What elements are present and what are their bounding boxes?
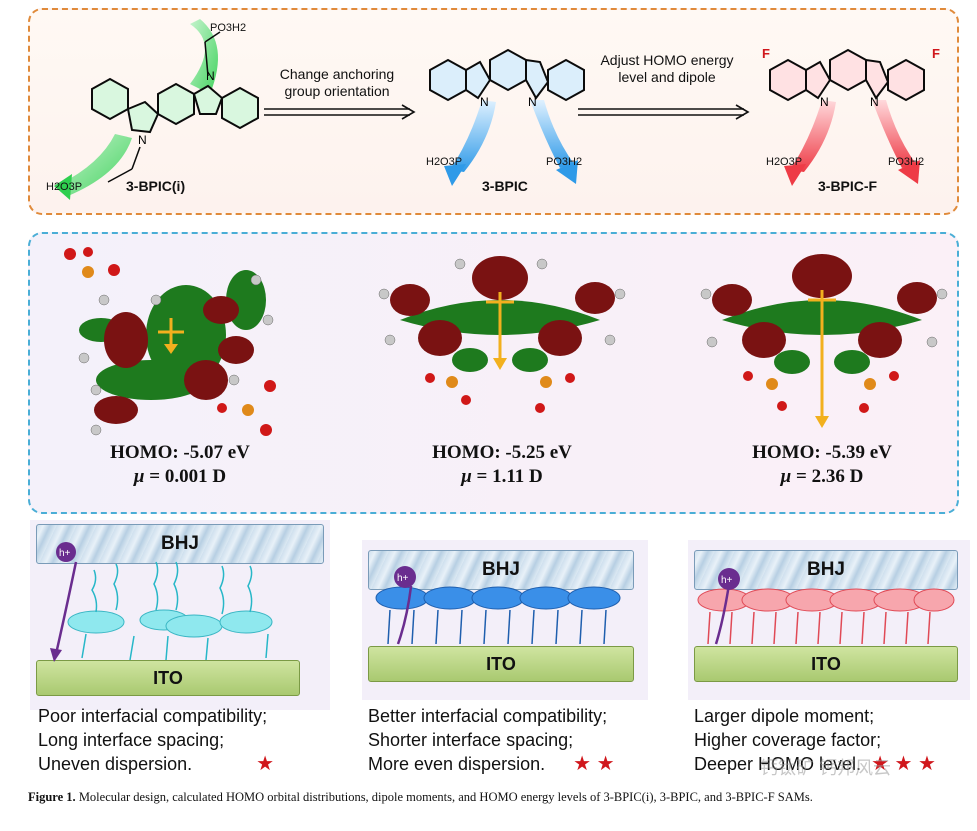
hole-icon: h+ [718, 568, 740, 590]
homo-level: HOMO: -5.39 eV [752, 442, 892, 463]
molecule-label: 3-BPIC [482, 178, 528, 194]
anchor-group-left: H2O3P [766, 156, 803, 168]
anchor-group-right: PO3H2 [888, 156, 925, 168]
description-3bpic-f: Larger dipole moment; Higher coverage fa… [694, 706, 936, 775]
homo-orbital-3bpic [378, 256, 626, 413]
molecule-label: 3-BPIC(i) [126, 178, 186, 194]
svg-text:h+: h+ [59, 548, 71, 559]
svg-text:F: F [762, 46, 770, 61]
sam-molecules-even [375, 586, 621, 645]
ito-layer: ITO [694, 646, 958, 682]
molecule-3bpic-i: N N [54, 19, 259, 200]
homo-orbital-3bpic-f [700, 254, 948, 428]
homo-level: HOMO: -5.07 eV [110, 442, 250, 463]
molecule-3bpic: N N [429, 48, 585, 186]
double-arrow-icon [578, 104, 750, 120]
svg-text:N: N [820, 95, 829, 109]
rating-stars: ★ [256, 753, 275, 775]
anchor-group-right: PO3H2 [546, 156, 583, 168]
double-arrow-icon [264, 104, 416, 120]
bhj-layer: BHJ [36, 524, 324, 564]
ito-layer: ITO [368, 646, 634, 682]
figure-caption: Figure 1. Molecular design, calculated H… [28, 790, 813, 804]
description-3bpic-i: Poor interfacial compatibility; Long int… [38, 706, 275, 775]
sam-molecules-uneven: h+ [50, 542, 273, 662]
svg-text:h+: h+ [721, 575, 733, 586]
svg-text:F: F [932, 46, 940, 61]
molecule-3bpic-f: N N F F [762, 46, 940, 186]
watermark: 钙钛矿 钙邦风云 [760, 758, 892, 778]
dipole-moment: μ = 0.001 D [133, 466, 227, 487]
sam-molecules-dense [697, 588, 955, 645]
arrow-text-anchoring: Change anchoring group orientation [279, 66, 395, 99]
homo-orbital-3bpic-i [64, 247, 276, 436]
svg-text:N: N [138, 133, 147, 147]
svg-text:N: N [528, 95, 537, 109]
hole-icon: h+ [394, 566, 416, 588]
rating-stars: ★ ★ ★ [871, 753, 936, 775]
molecule-label: 3-BPIC-F [818, 178, 878, 194]
svg-text:N: N [206, 69, 215, 83]
rating-stars: ★ ★ [573, 753, 615, 775]
arrow-text-homo: Adjust HOMO energy level and dipole [600, 52, 734, 85]
svg-text:N: N [480, 95, 489, 109]
svg-text:N: N [870, 95, 879, 109]
description-3bpic: Better interfacial compatibility; Shorte… [368, 706, 615, 775]
anchor-group-bottom: H2O3P [46, 181, 83, 193]
homo-level: HOMO: -5.25 eV [432, 442, 572, 463]
anchor-group-left: H2O3P [426, 156, 463, 168]
anchor-group-top: PO3H2 [210, 22, 247, 34]
dipole-moment: μ = 1.11 D [461, 466, 543, 487]
svg-text:h+: h+ [397, 573, 409, 584]
ito-layer: ITO [36, 660, 300, 696]
dipole-moment: μ = 2.36 D [780, 466, 864, 487]
